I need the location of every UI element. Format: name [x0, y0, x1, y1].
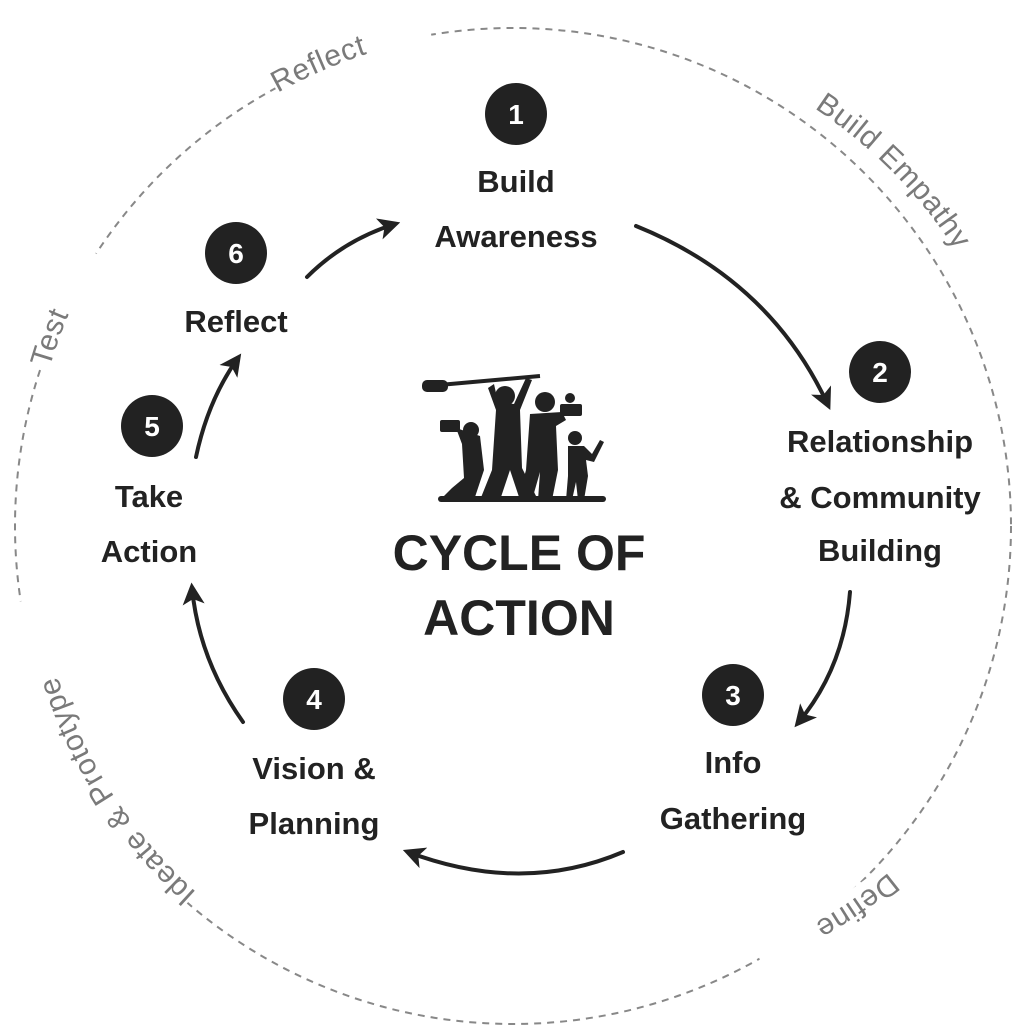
center-title-line-2: ACTION [423, 590, 615, 646]
film-crew-silhouette-icon [422, 374, 606, 502]
step-4-label-line-1: Vision & [252, 751, 375, 786]
step-1-label-line-1: Build [477, 164, 555, 199]
step-1: 1 Build Awareness [434, 83, 598, 254]
step-5-badge [121, 395, 183, 457]
step-1-badge [485, 83, 547, 145]
step-4-label-line-2: Planning [249, 806, 380, 841]
step-2: 2 Relationship & Community Building [779, 341, 982, 568]
arrow-3-to-4 [402, 847, 625, 876]
ring-label-build-empathy: Build Empathy [810, 87, 977, 255]
step-4-badge [283, 668, 345, 730]
ring-label-ideate-prototype: Ideate & Prototype [32, 673, 201, 912]
outer-dashed-ring [14, 27, 1012, 1025]
step-6-label-line-1: Reflect [184, 304, 287, 339]
step-2-label-line-1: Relationship [787, 424, 973, 459]
step-4-number: 4 [306, 684, 322, 715]
step-2-number: 2 [872, 357, 888, 388]
arrow-6-to-1 [305, 218, 401, 279]
step-6: 6 Reflect [184, 222, 288, 339]
arrow-4-to-5 [182, 582, 245, 724]
step-3: 3 Info Gathering [660, 664, 806, 836]
arrow-5-to-6 [194, 353, 242, 459]
arrow-2-to-3 [794, 590, 852, 728]
center-title-line-1: CYCLE OF [393, 525, 646, 581]
arrow-1-to-2 [634, 224, 832, 410]
step-5-label-line-1: Take [115, 479, 183, 514]
step-2-label-line-2: & Community [779, 480, 981, 515]
step-5: 5 Take Action [101, 395, 197, 569]
step-3-number: 3 [725, 680, 741, 711]
cycle-arrows [182, 218, 852, 876]
step-5-label-line-2: Action [101, 534, 197, 569]
step-3-label-line-1: Info [705, 745, 762, 780]
step-1-number: 1 [508, 99, 524, 130]
step-2-label-line-3: Building [818, 533, 942, 568]
step-3-label-line-2: Gathering [660, 801, 806, 836]
step-6-badge [205, 222, 267, 284]
step-2-badge [849, 341, 911, 403]
step-4: 4 Vision & Planning [249, 668, 380, 841]
step-5-number: 5 [144, 411, 160, 442]
step-3-badge [702, 664, 764, 726]
ring-label-reflect: Reflect [265, 29, 370, 99]
step-6-number: 6 [228, 238, 244, 269]
step-1-label-line-2: Awareness [434, 219, 597, 254]
